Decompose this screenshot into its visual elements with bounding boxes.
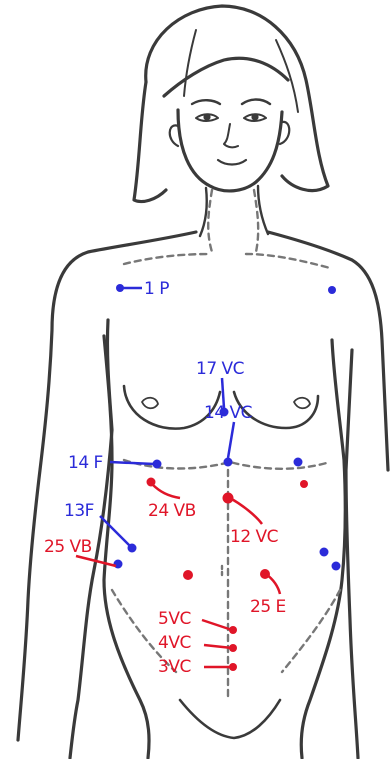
label-12vc: 12 VC [230,527,278,547]
anatomy-dashed-lines [112,190,340,700]
label-25e: 25 E [250,597,286,617]
label-14f: 14 F [68,453,103,473]
label-1p: 1 P [144,279,169,299]
hair-strand [184,30,196,96]
point-24vb-right [300,480,308,488]
point-5vc [229,626,237,634]
blue-points [100,284,341,571]
point-12vc [223,493,234,504]
label-24vb: 24 VB [148,501,196,521]
brow-left [192,100,220,104]
point-25vb-right [332,562,341,571]
hair-left-side [134,82,166,202]
nipple-right [294,398,310,409]
point-3vc [229,663,237,671]
hair-outline [146,6,328,191]
leader-24vb [152,484,180,498]
leader-12vc [230,498,262,524]
nipple-left [142,398,158,409]
label-3vc: 3VC [158,657,191,677]
point-labels: 1 P 17 VC 14 VC 14 F 13F 24 VB 12 VC 25 … [44,279,286,677]
neck-muscle-left [208,190,212,252]
point-25e-left [183,570,193,580]
label-14vc: 14 VC [204,403,252,423]
face-outline [178,110,282,191]
leader-14vc [228,422,234,458]
point-25e [260,569,270,579]
leader-14f [110,462,154,464]
point-25vb [114,560,123,569]
label-25vb: 25 VB [44,537,92,557]
nose [224,124,238,147]
brow-right [242,100,270,105]
point-14vc [224,458,233,467]
label-17vc: 17 VC [196,359,244,379]
hair-fringe [164,58,288,96]
neck-right [258,186,268,234]
label-13f: 13F [64,501,94,521]
neck-left [200,188,207,236]
point-14f [153,460,162,469]
point-24vb [147,478,156,487]
point-13f [128,544,137,553]
mouth [218,160,246,165]
right-arm-inner [346,350,358,758]
label-5vc: 5VC [158,609,191,629]
clavicle-right [246,254,330,268]
point-13f-right [320,548,329,557]
groin-line [180,700,280,738]
clavicle-left [124,254,210,264]
ear-left [170,125,178,146]
point-1p-right [328,286,336,294]
point-4vc [229,644,237,652]
point-1p [116,284,124,292]
pupil-left [205,115,209,119]
point-14f-right [294,458,303,467]
leader-13f [100,516,130,546]
body-outline [18,6,388,758]
label-4vc: 4VC [158,633,191,653]
pupil-right [253,115,257,119]
